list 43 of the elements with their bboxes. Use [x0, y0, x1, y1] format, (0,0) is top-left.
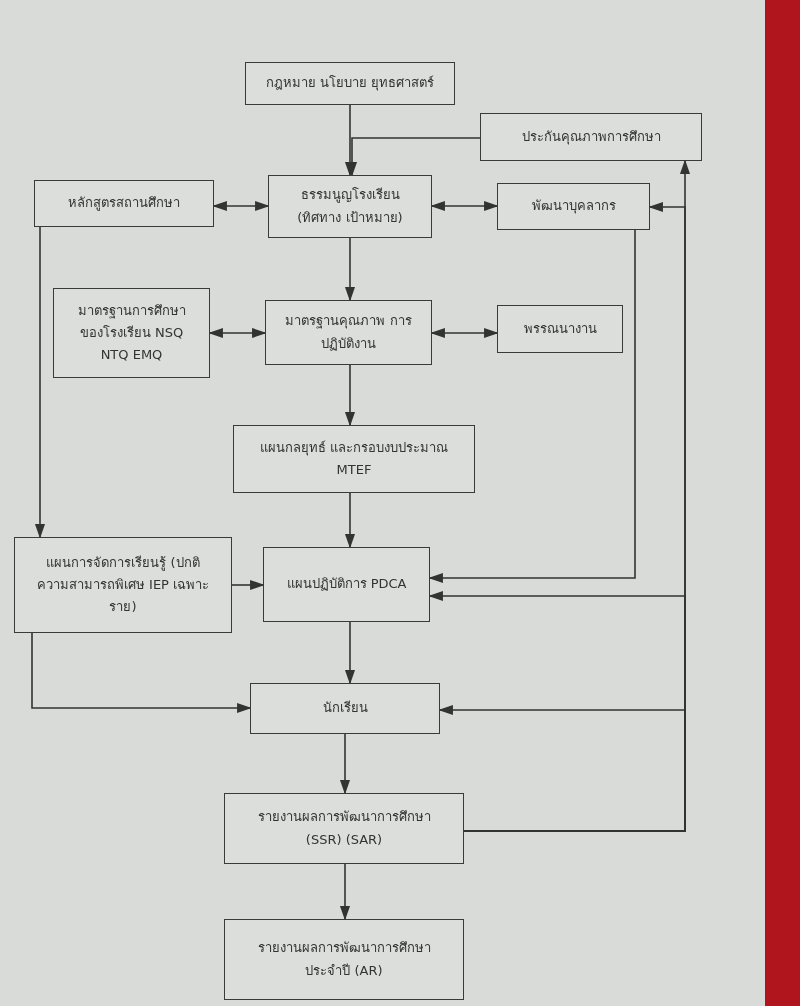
box-label: ประกันคุณภาพการศึกษา [520, 127, 662, 147]
box-label: กฎหมาย นโยบาย ยุทธศาสตร์ [264, 74, 436, 93]
process-box [245, 62, 455, 105]
box-label: พรรณนางาน [522, 319, 598, 338]
process-box [34, 180, 214, 227]
process-box [263, 547, 430, 622]
box-label: หลักสูตรสถานศึกษา [67, 194, 181, 213]
arrow [344, 621, 356, 685]
box-label: รายงานผลการพัฒนาการศึกษา ประจำปี (AR) [256, 939, 432, 980]
process-box [497, 305, 623, 353]
arrow [438, 704, 686, 832]
process-box [224, 793, 464, 864]
process-box [14, 537, 232, 633]
box-label: มาตรฐานคุณภาพ การปฏิบัติงาน [284, 312, 413, 353]
box-label: มาตรฐานการศึกษา ของโรงเรียน NSQ NTQ EMQ [76, 301, 187, 365]
box-label: นักเรียน [321, 699, 369, 718]
process-box [233, 425, 475, 493]
process-box [224, 919, 464, 1000]
box-label: แผนการจัดการเรียนรู้ (ปกติ ความสามารถพิเศษ IEP เฉพาะราย) [35, 553, 211, 617]
box-label: พัฒนาบุคลากร [530, 197, 617, 216]
arrow [208, 327, 267, 339]
process-box [53, 288, 210, 378]
arrow [339, 863, 351, 921]
arrow [430, 200, 499, 212]
arrow [430, 327, 499, 339]
arrow [31, 632, 252, 714]
process-box [268, 175, 432, 238]
process-box [497, 183, 650, 230]
process-box [480, 113, 702, 161]
box-label: ธรรมนูญโรงเรียน (ทิศทาง เป้าหมาย) [296, 186, 404, 227]
arrow [212, 200, 270, 212]
arrow [339, 733, 351, 795]
arrow [231, 579, 265, 591]
box-label: รายงานผลการพัฒนาการศึกษา (SSR) (SAR) [256, 808, 432, 849]
box-label: แผนปฏิบัติการ PDCA [285, 575, 408, 594]
arrow [34, 226, 46, 539]
arrow [428, 229, 636, 584]
arrow [344, 364, 356, 427]
box-label: แผนกลยุทธ์ และกรอบงบประมาณ MTEF [258, 438, 450, 479]
process-box [250, 683, 440, 734]
arrow [344, 492, 356, 549]
arrow [344, 237, 356, 302]
process-box [265, 300, 432, 365]
